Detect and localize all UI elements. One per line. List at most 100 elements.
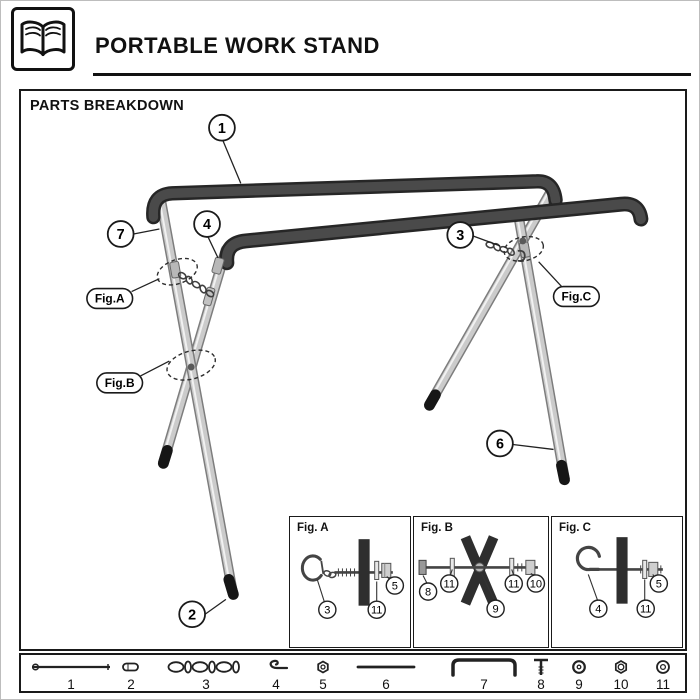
part-number: 1 xyxy=(67,677,75,692)
fig-b-label-text: Fig.B xyxy=(105,376,135,390)
inset-fig-c: Fig. C 4 11 xyxy=(551,516,683,648)
bolt-threads xyxy=(517,563,523,572)
inset-fig-c-title: Fig. C xyxy=(559,522,591,534)
pin-icon xyxy=(122,662,139,672)
inset-a-callout-hook: 3 xyxy=(316,579,337,619)
inset-a-callout-washer: 11 xyxy=(367,581,386,619)
part-item-6: 6 xyxy=(355,657,417,692)
work-stand-illustration: 1 7 4 3 2 xyxy=(86,113,649,629)
inset-fig-c-drawing: 4 11 5 xyxy=(575,537,669,618)
callout-1: 1 xyxy=(208,113,242,184)
rod-long-icon xyxy=(31,663,110,671)
j-hook-icon xyxy=(575,545,601,572)
bolt-head-icon xyxy=(418,559,427,575)
inset-fig-b: Fig. B 8 xyxy=(413,516,549,648)
fig-c-label-text: Fig.C xyxy=(562,290,592,304)
inset-b-num-spacer: 9 xyxy=(493,604,499,616)
fig-c-label: Fig.C xyxy=(538,261,601,308)
part-number: 10 xyxy=(613,677,629,692)
part-item-10: 10 xyxy=(611,657,631,692)
inset-c-num-washer: 11 xyxy=(640,604,652,616)
part-item-7: 7 xyxy=(449,657,519,692)
callout-2: 2 xyxy=(178,598,227,629)
inset-b-num-nut: 10 xyxy=(530,578,542,590)
part-item-9: 9 xyxy=(570,657,588,692)
inset-b-callout-nut: 10 xyxy=(526,572,546,593)
inset-a-num-washer: 11 xyxy=(371,605,383,617)
callout-4: 4 xyxy=(193,210,221,259)
callout-3: 3 xyxy=(446,221,501,249)
part-item-1: 1 xyxy=(29,657,113,692)
callout-4-number: 4 xyxy=(203,217,211,233)
nut-icon xyxy=(317,660,329,674)
part-number: 4 xyxy=(272,677,280,692)
snap-hook-icon xyxy=(300,554,323,582)
callout-7-number: 7 xyxy=(117,227,125,243)
leg-plate xyxy=(358,539,370,606)
hook-icon xyxy=(269,659,289,670)
nut-side-icon xyxy=(525,559,536,575)
parts-list: 1 2 3 4 xyxy=(19,653,687,693)
callout-2-number: 2 xyxy=(188,607,196,623)
callout-3-number: 3 xyxy=(456,228,464,244)
part-number: 7 xyxy=(480,677,488,692)
inset-fig-b-title: Fig. B xyxy=(421,522,453,534)
left-upper-clamp xyxy=(211,256,225,275)
foot-caps xyxy=(157,389,570,600)
page-title: PORTABLE WORK STAND xyxy=(95,33,380,58)
bolt-icon xyxy=(534,658,548,675)
inset-a-callout-nut: 5 xyxy=(385,576,405,595)
stud-threads xyxy=(337,568,356,577)
chain-link-icon xyxy=(328,571,337,579)
inset-c-num-nut: 5 xyxy=(656,578,662,590)
ring-icon xyxy=(572,660,586,674)
washer-icon xyxy=(656,660,670,674)
part-number: 6 xyxy=(382,677,390,692)
inset-c-callout-nut: 5 xyxy=(649,574,669,593)
fig-a-label-text: Fig.A xyxy=(95,292,125,306)
rod-icon xyxy=(356,665,416,669)
handle-icon xyxy=(451,658,517,677)
locknut-icon xyxy=(614,660,628,674)
part-item-2: 2 xyxy=(120,657,142,692)
callout-6: 6 xyxy=(486,429,554,458)
inset-fig-b-drawing: 8 11 11 10 xyxy=(418,535,546,618)
parts-breakdown-panel: PARTS BREAKDOWN xyxy=(19,89,687,651)
inset-c-num-hook: 4 xyxy=(595,604,601,616)
part-number: 8 xyxy=(537,677,545,692)
left-pivot-bolt xyxy=(187,363,195,371)
inset-c-callout-hook: 4 xyxy=(587,574,608,618)
section-title: PARTS BREAKDOWN xyxy=(30,98,185,114)
washer-side-icon xyxy=(642,559,648,579)
inset-fig-a: Fig. A 3 xyxy=(289,516,411,648)
part-item-11: 11 xyxy=(654,657,672,692)
leg-plate xyxy=(616,537,628,604)
part-item-8: 8 xyxy=(530,657,552,692)
rear-rail xyxy=(146,174,563,225)
leg-rear-right xyxy=(424,185,557,410)
inset-b-callout-washer-left: 11 xyxy=(439,569,459,593)
fig-b-label: Fig.B xyxy=(96,360,170,394)
header-divider xyxy=(93,73,691,76)
part-item-3: 3 xyxy=(167,657,245,692)
left-chain xyxy=(177,271,215,298)
inset-b-callout-spacer: 9 xyxy=(481,573,505,618)
fig-a-label: Fig.A xyxy=(86,278,160,310)
inset-fig-a-drawing: 3 11 5 xyxy=(300,539,405,619)
callout-6-number: 6 xyxy=(496,437,504,453)
chain-link-icon xyxy=(323,570,332,577)
detail-ellipse-fig-c xyxy=(503,235,545,262)
inset-fig-a-title: Fig. A xyxy=(297,522,329,534)
part-number: 9 xyxy=(575,677,583,692)
part-number: 11 xyxy=(655,677,670,692)
inset-b-num-washer-left: 11 xyxy=(444,578,456,590)
inset-a-num-hook: 3 xyxy=(324,605,330,617)
part-number: 2 xyxy=(127,677,135,692)
inset-b-callout-washer-right: 11 xyxy=(504,569,524,593)
inset-b-num-bolt: 8 xyxy=(425,586,431,598)
inset-c-callout-washer: 11 xyxy=(636,579,655,618)
callout-7: 7 xyxy=(106,220,160,248)
part-number: 3 xyxy=(202,677,210,692)
inset-b-num-washer-right: 11 xyxy=(508,578,520,590)
part-item-5: 5 xyxy=(314,657,332,692)
